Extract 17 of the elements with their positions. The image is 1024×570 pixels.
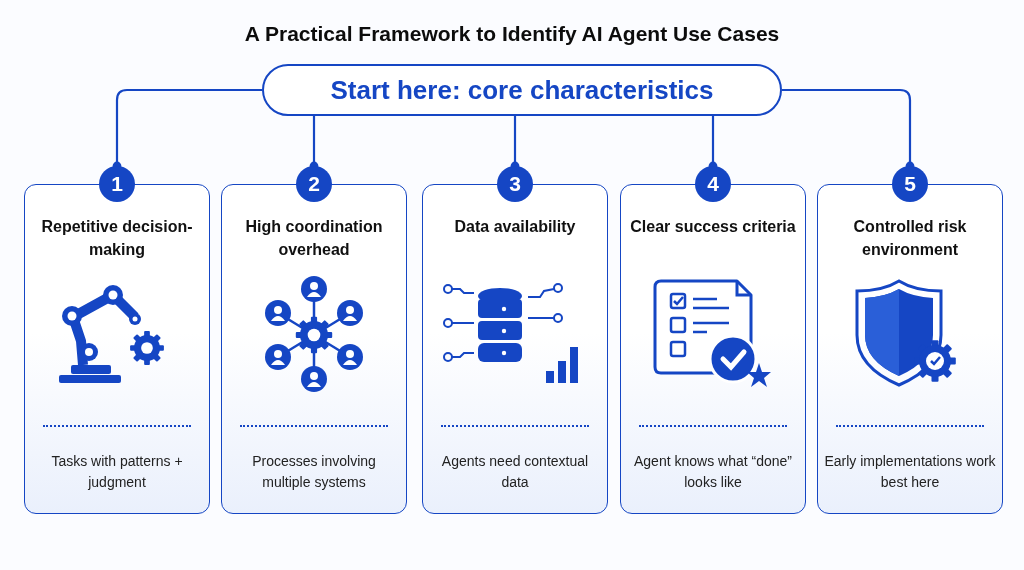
card-description: Processes involving multiple systems — [251, 452, 377, 492]
card-description: Tasks with patterns + judgment — [50, 452, 184, 492]
diagram-title: A Practical Framework to Identify AI Agent Use Cases — [243, 22, 781, 46]
card-heading: Controlled risk environment — [852, 217, 968, 260]
card-description: Agent knows what “done” looks like — [633, 452, 793, 492]
number-badge: 4 — [695, 166, 731, 202]
card-heading: Data availability — [453, 217, 577, 237]
number-badge: 2 — [296, 166, 332, 202]
number-badge: 3 — [497, 166, 533, 202]
card-heading: Repetitive decision-making — [40, 217, 194, 260]
number-badge: 1 — [99, 166, 135, 202]
card-heading: High coordination overhead — [244, 217, 384, 260]
number-badge: 5 — [892, 166, 928, 202]
card-description: Early implementations work best here — [823, 452, 997, 492]
card-heading: Clear success criteria — [629, 217, 797, 237]
card-description: Agents need contextual data — [440, 452, 590, 492]
start-pill: Start here: core characteristics — [262, 64, 782, 116]
